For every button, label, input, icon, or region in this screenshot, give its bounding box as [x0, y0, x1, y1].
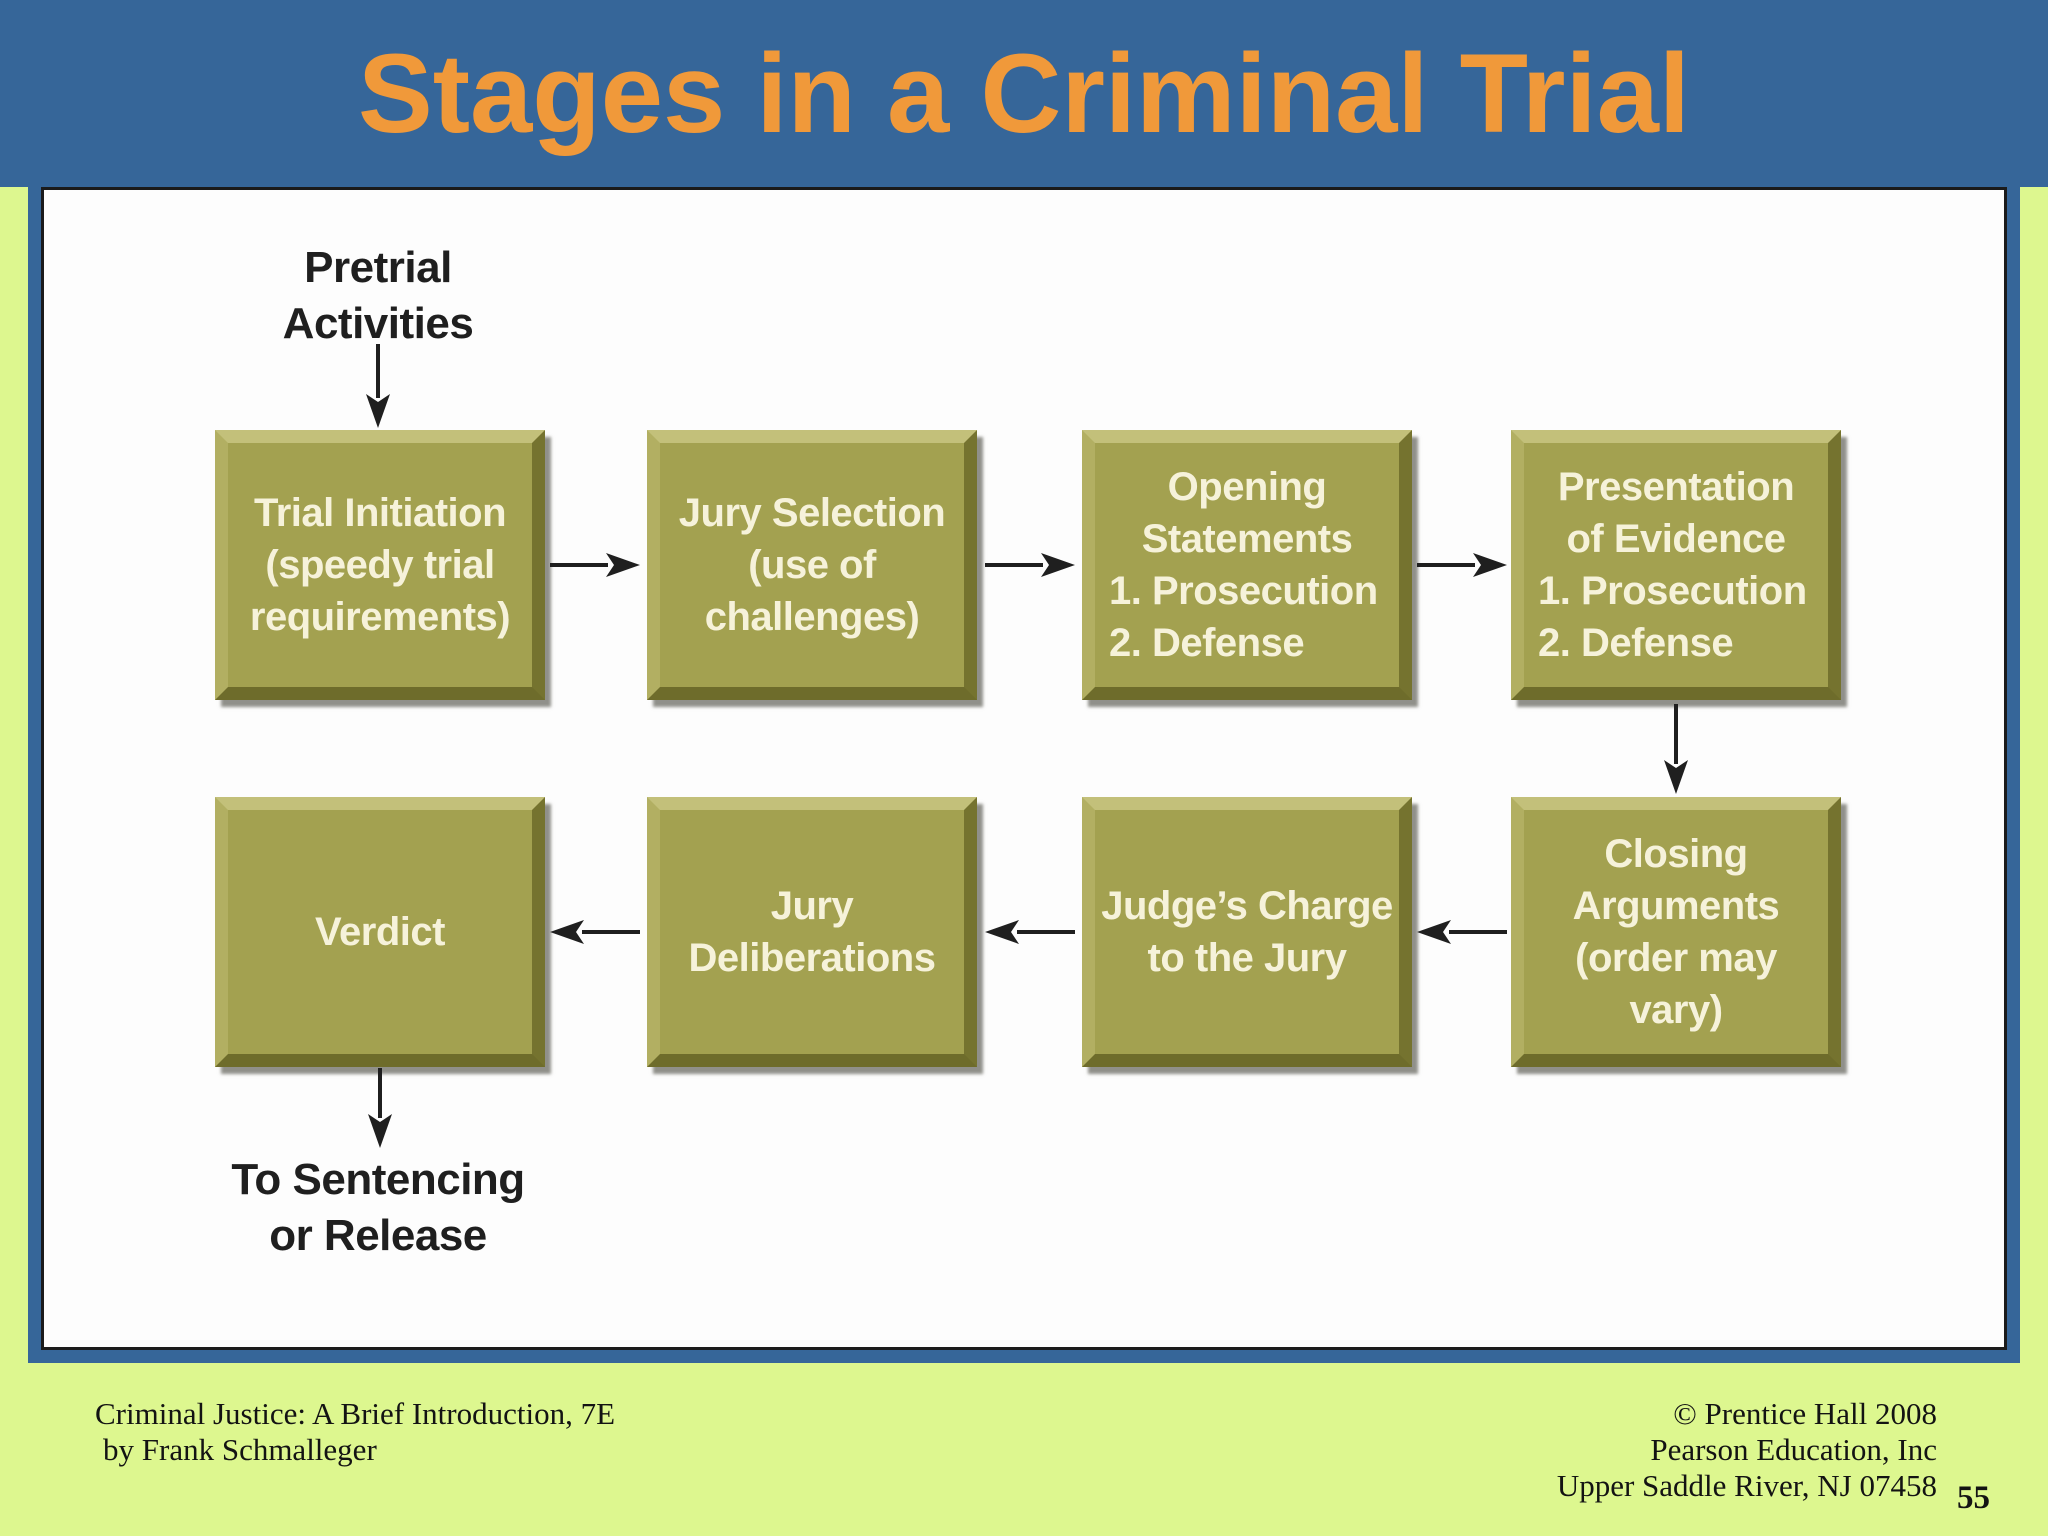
- arrow-left-icon: [550, 916, 640, 948]
- footer-publisher-credit: © Prentice Hall 2008 Pearson Education, …: [1557, 1396, 1937, 1504]
- box-line: Judge’s Charge: [1101, 884, 1393, 928]
- flow-box-opening-statements: Opening Statements 1. Prosecution 2. Def…: [1082, 430, 1412, 700]
- footer-book-credit: Criminal Justice: A Brief Introduction, …: [95, 1396, 615, 1468]
- flow-box-closing-arguments: Closing Arguments (order may vary): [1511, 797, 1841, 1067]
- arrow-down-icon: [364, 1068, 396, 1148]
- diagram-panel: Pretrial Activities Trial Initiation (sp…: [41, 187, 2007, 1350]
- entry-label-line: Pretrial: [304, 243, 452, 292]
- footer-address: Upper Saddle River, NJ 07458: [1556, 1468, 1937, 1503]
- box-line: (order may: [1575, 936, 1777, 980]
- box-line: Trial Initiation: [253, 491, 507, 535]
- box-list-item: 1. Prosecution: [1109, 569, 1378, 613]
- arrow-down-icon: [1660, 704, 1692, 794]
- arrow-left-icon: [1417, 916, 1507, 948]
- box-line: Arguments: [1572, 884, 1780, 928]
- footer-publisher: Pearson Education, Inc: [1650, 1432, 1937, 1467]
- header-bar: Stages in a Criminal Trial: [0, 0, 2048, 187]
- box-line: Opening: [1167, 465, 1327, 509]
- flow-box-jury-selection: Jury Selection (use of challenges): [647, 430, 977, 700]
- footer-book-author: by Frank Schmalleger: [103, 1432, 377, 1467]
- box-line: Jury Selection: [678, 491, 946, 535]
- flow-box-jury-deliberations: Jury Deliberations: [647, 797, 977, 1067]
- box-list-item: 2. Defense: [1538, 621, 1734, 665]
- arrow-right-icon: [1417, 549, 1507, 581]
- box-line: requirements): [249, 595, 511, 639]
- box-list-item: 2. Defense: [1109, 621, 1305, 665]
- box-line: Jury: [770, 884, 854, 928]
- entry-label-line: Activities: [282, 299, 474, 348]
- box-line: (use of: [748, 543, 876, 587]
- box-line: (speedy trial: [265, 543, 495, 587]
- footer-copyright: © Prentice Hall 2008: [1673, 1396, 1937, 1431]
- exit-label-line: or Release: [269, 1211, 487, 1260]
- flow-box-verdict: Verdict: [215, 797, 545, 1067]
- page-title: Stages in a Criminal Trial: [357, 31, 1691, 156]
- entry-label-pretrial-activities: Pretrial Activities: [213, 240, 543, 352]
- arrow-right-icon: [550, 549, 640, 581]
- box-line: Presentation: [1557, 465, 1795, 509]
- box-line: of Evidence: [1566, 517, 1786, 561]
- flow-box-presentation-of-evidence: Presentation of Evidence 1. Prosecution …: [1511, 430, 1841, 700]
- box-line: Verdict: [315, 910, 445, 954]
- flow-box-judges-charge: Judge’s Charge to the Jury: [1082, 797, 1412, 1067]
- arrow-right-icon: [985, 549, 1075, 581]
- exit-label-to-sentencing-or-release: To Sentencing or Release: [213, 1152, 543, 1264]
- page-number: 55: [1957, 1480, 1990, 1516]
- flow-box-trial-initiation: Trial Initiation (speedy trial requireme…: [215, 430, 545, 700]
- footer-book-title: Criminal Justice: A Brief Introduction, …: [95, 1396, 616, 1431]
- box-line: Statements: [1141, 517, 1353, 561]
- exit-label-line: To Sentencing: [231, 1155, 525, 1204]
- diagram-panel-frame: Pretrial Activities Trial Initiation (sp…: [28, 187, 2020, 1363]
- arrow-down-icon: [362, 344, 394, 428]
- box-list-item: 1. Prosecution: [1538, 569, 1807, 613]
- box-line: Closing: [1604, 832, 1748, 876]
- box-line: Deliberations: [688, 936, 936, 980]
- box-line: challenges): [704, 595, 920, 639]
- box-line: to the Jury: [1147, 936, 1347, 980]
- arrow-left-icon: [985, 916, 1075, 948]
- box-line: vary): [1629, 988, 1723, 1032]
